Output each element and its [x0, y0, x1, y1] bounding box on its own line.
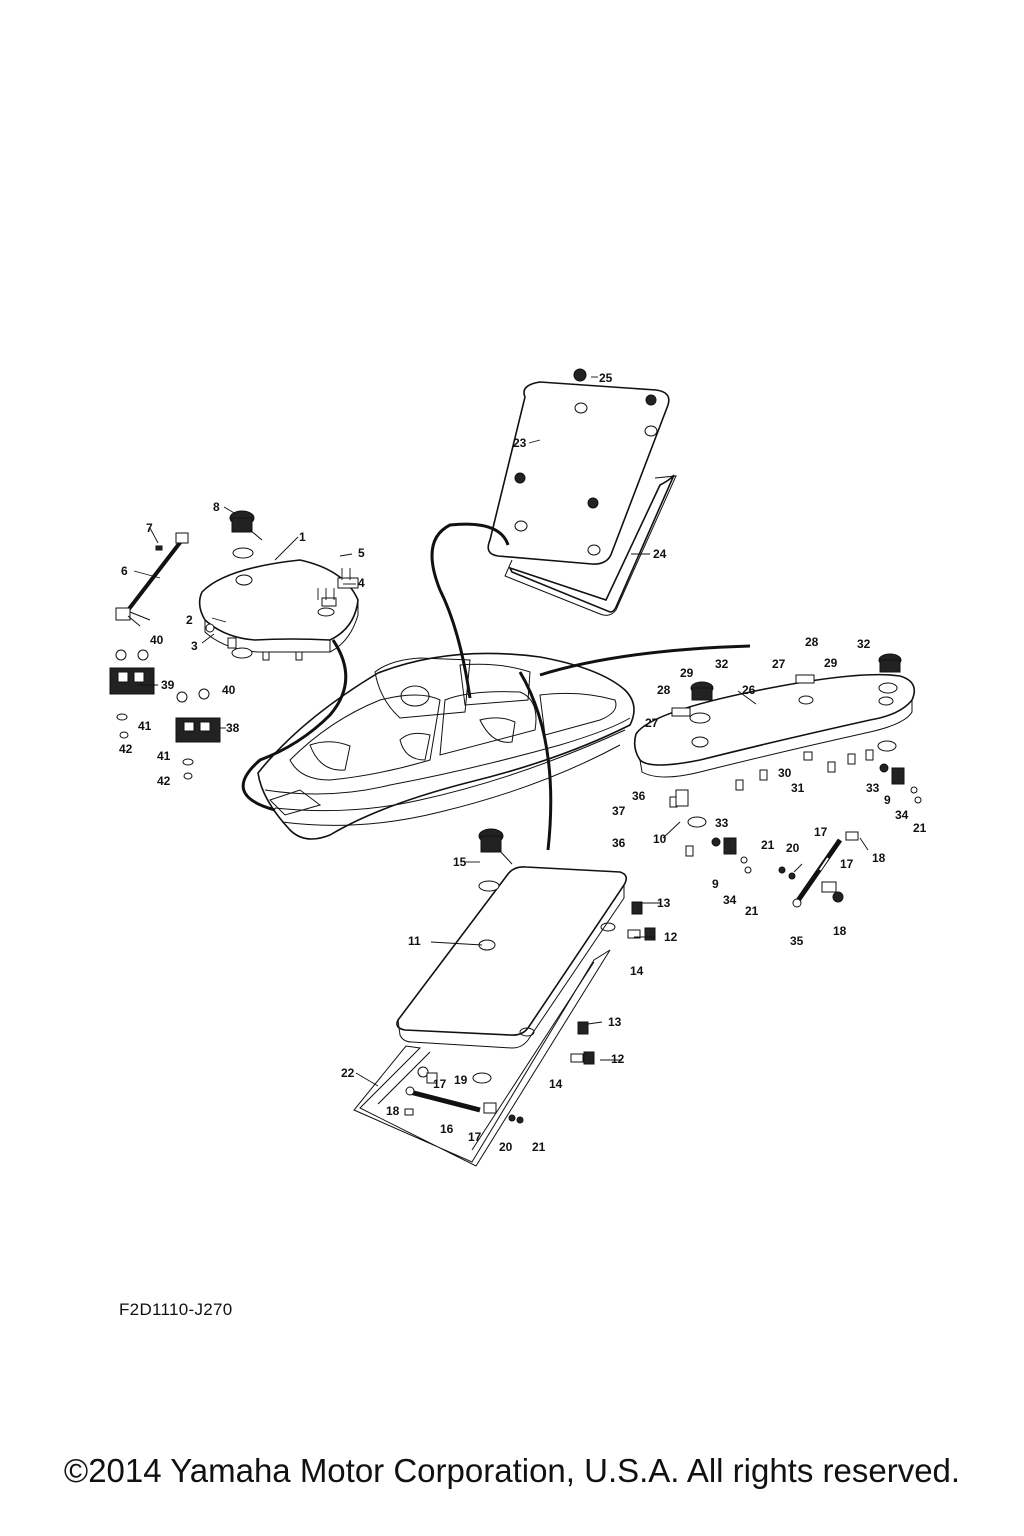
callout-20a: 20 [786, 841, 800, 855]
bow-cushion-part [198, 559, 359, 653]
callout-32a: 32 [715, 657, 729, 671]
cup-holder-part [229, 510, 263, 559]
callout-36b: 36 [612, 836, 626, 850]
callout-24: 24 [653, 547, 667, 561]
callout-40a: 40 [150, 633, 164, 647]
callout-38: 38 [226, 721, 240, 735]
callout-33a: 33 [715, 816, 729, 830]
callout-10: 10 [653, 832, 667, 846]
callout-34a: 34 [723, 893, 737, 907]
callout-21b: 21 [913, 821, 927, 835]
callout-15: 15 [453, 855, 467, 869]
side-lid-part [353, 866, 628, 1167]
callout-34b: 34 [895, 808, 909, 822]
callout-2: 2 [186, 613, 193, 627]
callout-3: 3 [191, 639, 198, 653]
callout-42b: 42 [157, 774, 171, 788]
callout-1: 1 [299, 530, 306, 544]
callout-12a: 12 [664, 930, 678, 944]
callout-8: 8 [213, 500, 220, 514]
switch-box-38 [175, 688, 221, 743]
hinge-assemblies [711, 763, 922, 874]
callout-7: 7 [146, 521, 153, 535]
relation-curves [241, 522, 751, 851]
callout-17c: 17 [433, 1077, 447, 1091]
callout-17a: 17 [814, 825, 828, 839]
callout-35: 35 [790, 934, 804, 948]
callout-21d: 21 [532, 1140, 546, 1154]
callout-32b: 32 [857, 637, 871, 651]
switch-box-39 [109, 649, 155, 695]
callout-labels: 1 2 3 4 5 6 7 8 9 9 10 11 12 12 13 13 14… [119, 371, 927, 1154]
callout-42a: 42 [119, 742, 133, 756]
callout-31: 31 [791, 781, 805, 795]
callout-25: 25 [599, 371, 613, 385]
callout-21c: 21 [745, 904, 759, 918]
copyright-notice: ©2014 Yamaha Motor Corporation, U.S.A. A… [63, 1452, 961, 1489]
callout-29a: 29 [824, 656, 838, 670]
callout-22: 22 [341, 1066, 355, 1080]
callout-41b: 41 [157, 749, 171, 763]
callout-26: 26 [742, 683, 756, 697]
callout-16: 16 [440, 1122, 454, 1136]
callout-6: 6 [121, 564, 128, 578]
callout-11: 11 [408, 934, 421, 948]
bow-latch-hardware [317, 568, 359, 607]
callout-18b: 18 [833, 924, 847, 938]
callout-17b: 17 [840, 857, 854, 871]
callout-30: 30 [778, 766, 792, 780]
callout-5: 5 [358, 546, 365, 560]
callout-36a: 36 [632, 789, 646, 803]
callout-29b: 29 [680, 666, 694, 680]
callout-4: 4 [358, 576, 365, 590]
callout-27a: 27 [772, 657, 786, 671]
callout-19: 19 [454, 1073, 468, 1087]
cable-assembly-part [115, 532, 189, 627]
callout-18a: 18 [872, 851, 886, 865]
cushion-pads [205, 623, 303, 661]
callout-13a: 13 [657, 896, 671, 910]
callout-33b: 33 [866, 781, 880, 795]
callout-28a: 28 [805, 635, 819, 649]
callout-37: 37 [612, 804, 626, 818]
callout-23: 23 [513, 436, 527, 450]
callout-14b: 14 [549, 1077, 563, 1091]
callout-9a: 9 [712, 877, 719, 891]
callout-41a: 41 [138, 719, 152, 733]
callout-12b: 12 [611, 1052, 625, 1066]
callout-28b: 28 [657, 683, 671, 697]
callout-39: 39 [161, 678, 175, 692]
stern-hardware [669, 653, 902, 857]
side-lid-hardware [404, 901, 656, 1124]
gas-strut-35 [778, 831, 869, 908]
callout-27b: 27 [645, 716, 659, 730]
callout-9b: 9 [884, 793, 891, 807]
rear-lid-part [487, 368, 677, 616]
callout-20b: 20 [499, 1140, 513, 1154]
callout-21a: 21 [761, 838, 775, 852]
callout-14a: 14 [630, 964, 644, 978]
callout-13b: 13 [608, 1015, 622, 1029]
leader-lines [133, 376, 803, 1087]
washers-41-42 [116, 713, 194, 780]
callout-40b: 40 [222, 683, 236, 697]
figure-code: F2D1110-J270 [119, 1300, 233, 1319]
callout-17d: 17 [468, 1130, 482, 1144]
boat-hull-drawing [257, 652, 635, 840]
stern-cushion-part [633, 673, 916, 778]
cup-holder-15 [478, 828, 513, 892]
callout-18c: 18 [386, 1104, 400, 1118]
